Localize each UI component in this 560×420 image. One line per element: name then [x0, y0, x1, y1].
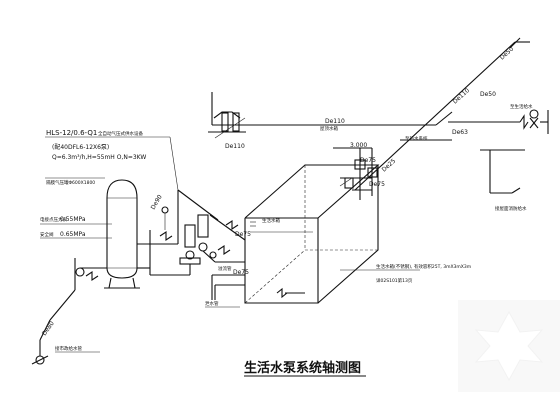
pipe-tag: De50 — [480, 91, 496, 98]
pipe-tag: De110 — [225, 143, 245, 150]
pipe-tag: De63 — [452, 129, 468, 136]
drawing-title: 生活水泵系统轴测图 — [244, 360, 361, 376]
main-riser-pipe — [354, 37, 530, 191]
pump-model-label: HLS-12/0.6-Q1 — [46, 129, 97, 137]
tank-interior-marks — [250, 221, 256, 227]
left-inlet-pipe — [31, 258, 107, 365]
roof-left-note: 屋顶水箱 — [320, 125, 338, 132]
bottom-right-note: 接屋面消防给水 — [495, 205, 527, 212]
top-horizontal-pipe — [208, 92, 453, 139]
pipe-tag: De75 — [369, 181, 385, 188]
pressure-2-label: 0.65MPa — [60, 231, 86, 238]
pipe-tag: De110 — [452, 87, 472, 106]
pressure-2-note: 安全阀 — [40, 231, 54, 238]
tank-size-label: 隔膜气压罐Φ600X1800 — [46, 179, 95, 186]
tank-bottom-piping — [209, 251, 305, 300]
pipe-tag: De80 — [41, 320, 56, 337]
labels: HLS-12/0.6-Q1 全自动气压式供水设备 (配40DFL6-12X6泵)… — [40, 45, 533, 352]
pipe-tag: De90 — [150, 194, 164, 211]
water-tank-box — [244, 164, 380, 304]
elevation-label: 3.000 — [350, 142, 367, 149]
roof-right-note: 至生活给水 — [510, 103, 533, 110]
right-note: 至热水系统 — [405, 135, 428, 142]
inlet-note: 接市政给水管 — [55, 345, 82, 352]
star-logo-watermark-icon — [458, 300, 560, 392]
tank-water-label: 生活水箱 — [262, 217, 280, 224]
pressure-1-label: 0.55MPa — [60, 216, 86, 223]
pipe-tag: De110 — [325, 118, 345, 125]
leader-lines — [40, 136, 420, 353]
pipe-tag: De75 — [235, 231, 251, 238]
pressure-1-note: 电接点压力表 — [40, 216, 67, 223]
tank-spec-label: 生活水箱(不锈钢), 有效容积25T, 3mX3mX3m — [376, 263, 471, 270]
pump-spec-2: Q=6.3m³/h,H=55mH O,N=3KW — [52, 154, 146, 161]
pipe-tag: De50 — [499, 45, 516, 61]
drain-note: 泄水管 — [205, 300, 219, 307]
pump-model-note: 全自动气压式供水设备 — [98, 130, 143, 137]
tank-inlet-pipes — [333, 147, 378, 200]
pump-set-piping — [137, 189, 246, 276]
pressure-tank — [104, 179, 140, 289]
pipe-tag: De25 — [381, 157, 398, 173]
right-branch-pipe — [400, 109, 549, 194]
tank-std-label: 详02S101第13页 — [376, 277, 413, 284]
overflow-note: 溢流管 — [218, 265, 232, 272]
pipe-tag: De75 — [360, 157, 376, 164]
pump-spec-1: (配40DFL6-12X6泵) — [52, 144, 109, 151]
pipe-tag: De75 — [233, 269, 249, 276]
